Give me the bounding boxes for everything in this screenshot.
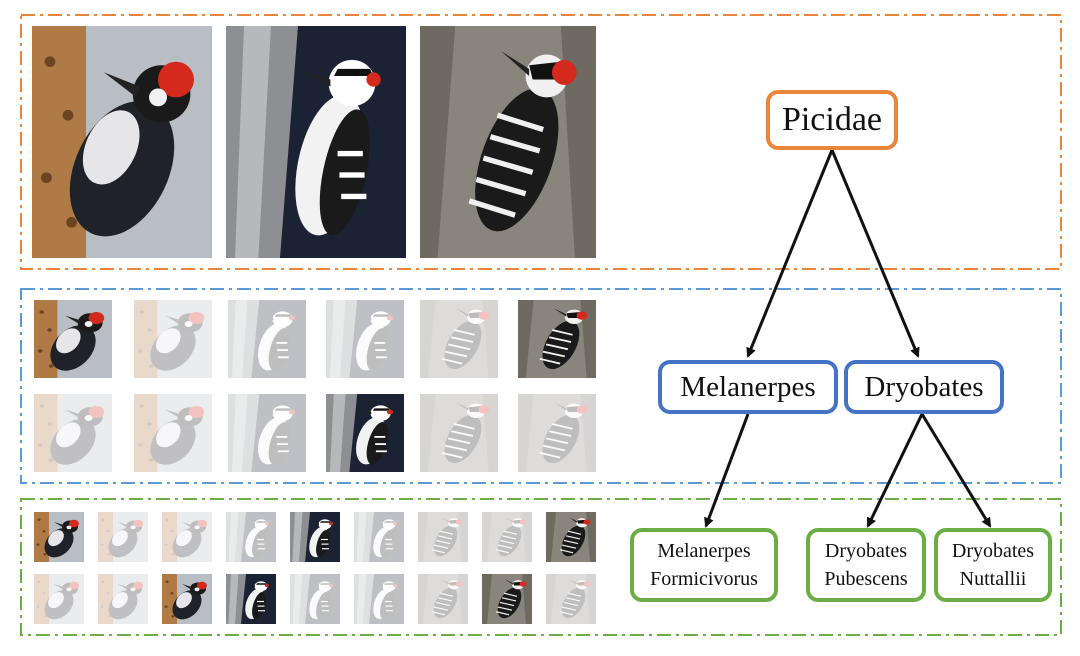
patch-image [290,574,340,624]
patch-image [482,512,532,562]
node-label-line: Formicivorus [650,568,758,590]
patch-image [98,512,148,562]
patch-image [354,512,404,562]
patch-image [162,574,212,624]
edge-root-genus2 [830,149,920,358]
patch-image [34,394,112,472]
genus-level-frame [20,288,1062,484]
patch-image [34,574,84,624]
patch-image [226,574,276,624]
node-label: Dryobates [864,370,984,403]
photo-nuttalls-woodpecker [420,26,596,258]
patch-image [34,512,84,562]
edge-genus2-species3 [920,413,992,528]
patch-image [134,394,212,472]
node-label: Picidae [781,101,883,138]
edge-genus1-species1 [704,413,750,528]
node-label: Melanerpes [680,370,816,403]
family-level-frame [20,14,1062,270]
photo-downy-woodpecker [226,26,406,258]
edge-genus2-species2 [866,413,924,528]
patch-image [228,394,306,472]
patch-image [290,512,340,562]
node-label-line: Nuttallii [959,568,1027,590]
node-species-dryobates-pubescens: Dryobates Pubescens [806,528,926,602]
species-level-frame [20,498,1062,636]
patch-image [98,574,148,624]
node-family-picidae: Picidae [766,90,898,150]
patch-image [326,394,404,472]
node-label-line: Pubescens [824,568,908,590]
patch-image [134,300,212,378]
patch-image [546,512,596,562]
node-species-melanerpes-formicivorus: Melanerpes Formicivorus [630,528,778,602]
patch-image [228,300,306,378]
patch-image [326,300,404,378]
photo-acorn-woodpecker [32,26,212,258]
patch-image [420,300,498,378]
patch-image [162,512,212,562]
node-genus-dryobates: Dryobates [844,360,1004,414]
patch-image [418,512,468,562]
patch-image [354,574,404,624]
patch-image [420,394,498,472]
node-species-dryobates-nuttallii: Dryobates Nuttallii [934,528,1052,602]
patch-image [34,300,112,378]
patch-image [482,574,532,624]
node-label-line: Dryobates [824,540,908,562]
node-genus-melanerpes: Melanerpes [658,360,838,414]
patch-image [518,300,596,378]
patch-image [546,574,596,624]
patch-image [518,394,596,472]
patch-image [226,512,276,562]
patch-image [418,574,468,624]
edge-root-genus1 [746,149,834,358]
node-label-line: Dryobates [951,540,1035,562]
node-label-line: Melanerpes [657,540,751,562]
